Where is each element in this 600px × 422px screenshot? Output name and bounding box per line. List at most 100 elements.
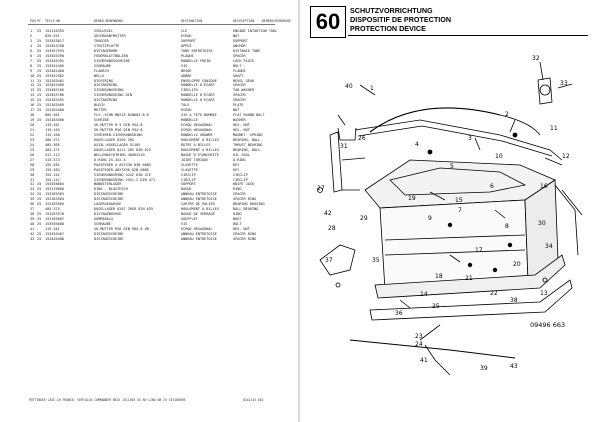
header-part: TEILE-NR [45, 19, 61, 23]
cell-pos: 36 [30, 202, 35, 207]
cell-pos: 9 [30, 68, 33, 73]
cell-name: FLS.-SCHR.M8X15 DIN603-8.8 [94, 113, 149, 118]
cell-part: 153183566 [45, 118, 64, 123]
cell-part: 153183570 [45, 212, 64, 217]
cell-en: O-RING [233, 157, 246, 162]
cell-en: DISTANCE TUBE [233, 48, 261, 53]
cell-pos: 5 [30, 48, 33, 53]
cell-en: SHAFT [233, 73, 244, 78]
cell-fr: JOINT TORIQUE [181, 157, 209, 162]
cell-name: KUGELLAGER 6207 2RSR DIN 625 [94, 207, 154, 212]
cell-en: NUT [233, 33, 240, 38]
callout-20: 20 [513, 261, 521, 268]
cell-pos: 12 [30, 83, 35, 88]
cell-part: 406.371 [45, 137, 60, 142]
cell-fr: ECROU HEXAGONAL [181, 128, 213, 132]
page-divider [298, 0, 300, 422]
callout-3: 3 [468, 135, 472, 142]
cell-part: 405.375 [45, 207, 60, 212]
header-designation: DESIGNATION [181, 19, 203, 23]
callout-33: 33 [560, 80, 568, 87]
callout-36: 36 [395, 310, 403, 317]
cell-name: WELLE [94, 73, 105, 78]
cell-fr: ROULEMENT A BILLES [181, 147, 219, 152]
cell-pos: 40 [30, 222, 35, 227]
callout-12: 12 [562, 153, 570, 160]
cell-name: DISTANZROHR [94, 48, 118, 53]
callout-13: 13 [540, 290, 548, 297]
cell-part: 405.305 [45, 142, 60, 147]
callout-26: 26 [358, 135, 366, 142]
cell-fr: ANNEAU ENTRETOISE [181, 236, 217, 241]
cell-qty: 25 [37, 63, 42, 68]
cell-fr: RONDELLE GROWER [181, 132, 213, 137]
callout-43: 43 [510, 363, 518, 370]
cell-pos: 6 [30, 53, 33, 58]
cell-qty: 25 [37, 83, 42, 88]
cell-pos: 4 [30, 43, 33, 48]
cell-qty: 25 [37, 53, 42, 58]
cell-part: 153462460 [45, 68, 64, 73]
cell-pos: 7 [30, 58, 33, 63]
cell-name: KUGELLAGER 6211 2RS DIN 625 [94, 147, 151, 152]
callout-28: 28 [328, 225, 336, 232]
cell-part: 153453766 [45, 93, 64, 98]
callout-34: 34 [545, 243, 553, 250]
cell-name: DISTANZSCHEIBE [94, 236, 124, 241]
callout-19: 19 [408, 195, 416, 202]
cell-name: WANDSTEHLAGER [94, 182, 122, 187]
callout-1: 1 [370, 85, 374, 92]
cell-part: 153453617 [45, 38, 64, 43]
cell-qty: 25 [37, 231, 42, 236]
callout-7: 7 [458, 207, 462, 214]
cell-pos: 8 [30, 63, 33, 68]
cell-fr: VIS [181, 222, 188, 227]
cell-en: BEARING, BALL [233, 137, 261, 142]
cell-en: MAGNET. SPRING [233, 132, 263, 137]
cell-part: 153455390 [45, 53, 64, 58]
cell-en: SPACER [233, 53, 246, 58]
cell-name: FLANSCH [94, 68, 109, 73]
cell-qty: 25 [37, 73, 42, 78]
cell-fr: RONDELLE FREIN [181, 58, 211, 63]
cell-part: 412.113 [45, 152, 60, 157]
cell-part: 153119660 [45, 187, 64, 192]
cell-qty: 25 [37, 217, 42, 222]
cell-fr: ROULEMENT A BILLES [181, 137, 219, 142]
cell-qty: 25 [37, 88, 42, 93]
cell-qty: 25 [37, 43, 42, 48]
callout-40: 40 [345, 83, 353, 90]
cell-pos: 32 [30, 182, 35, 187]
cell-en: BOLT [233, 63, 242, 68]
callout-18: 18 [435, 273, 443, 280]
cell-part: 153556688 [45, 222, 64, 227]
cell-en: SPACER [233, 98, 246, 103]
cell-pos: 30 [30, 172, 35, 177]
cell-part: 153116355 [45, 29, 64, 33]
cell-name: SICHERUNGSRING 42X2 DIN 472 [94, 172, 151, 177]
cell-en: CIRCLIP [233, 172, 248, 177]
callout-9: 9 [428, 215, 432, 222]
cell-en: TAB WASHER [233, 88, 255, 93]
cell-qty: 25 [37, 182, 42, 187]
cell-part: 415.573 [45, 157, 60, 162]
header-qty: PC [37, 19, 41, 23]
cell-fr: RONDELLE D'ECART [181, 83, 215, 88]
cell-name: MUTTER [94, 108, 107, 113]
cell-fr: ANNEAU ENTRETOISE [181, 231, 217, 236]
callout-5: 5 [450, 163, 454, 170]
cell-name: SCHRAUBE [94, 222, 111, 227]
cell-name: O-RING 25.3X2.4 [94, 157, 126, 162]
cell-en: HEX. NUT [233, 128, 250, 132]
cell-fr: BAGUE DE SERRAGE [181, 212, 215, 217]
